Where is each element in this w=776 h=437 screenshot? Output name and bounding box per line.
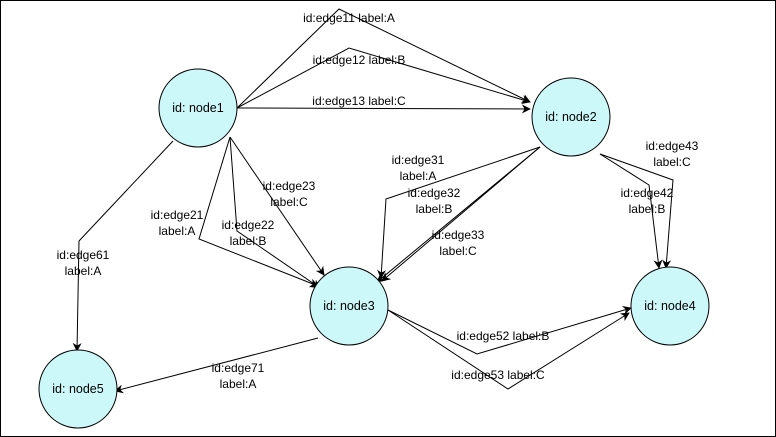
edge-label-edge71: label:A [220,377,257,391]
edge-label-edge32: id:edge32 [408,186,461,200]
edge-edge33[interactable]: id:edge33 label:C [376,146,541,283]
node-node2[interactable]: id: node2 [531,77,611,157]
edge-label-edge13: id:edge13 label:C [312,94,406,108]
edge-label-edge43: label:C [653,155,691,169]
edge-edge31[interactable]: id:edge31 label:A [377,146,541,279]
edge-label-edge71: id:edge71 [212,361,265,375]
edge-label-edge52: id:edge52 label:B [457,329,550,343]
node-circle-node1[interactable] [158,68,238,148]
node-node4[interactable]: id: node4 [630,266,710,346]
edge-label-edge12: id:edge12 label:B [313,53,406,67]
edge-edge52[interactable]: id:edge52 label:B [387,306,632,355]
edge-line-edge61[interactable] [72,140,174,352]
edge-label-edge21: label:A [159,224,196,238]
edge-line-edge23[interactable] [229,136,325,276]
edge-edge32[interactable]: id:edge32 label:B [381,146,541,282]
edge-edge22[interactable]: id:edge22 label:B [222,136,321,289]
node-label-node1: id: node1 [172,101,223,115]
edge-line-edge11[interactable] [236,8,531,109]
edge-label-edge32: label:B [416,202,453,216]
edge-edge42[interactable]: id:edge42 label:B [599,153,674,269]
node-circle-node4[interactable] [630,266,710,346]
edge-line-edge43[interactable] [599,153,674,269]
node-label-node2: id: node2 [545,110,596,124]
edge-label-edge11: id:edge11 label:A [303,11,395,25]
edge-label-edge43: id:edge43 [646,139,699,153]
edge-edge43[interactable]: id:edge43 label:C [599,139,699,269]
node-label-node3: id: node3 [323,299,374,313]
edge-label-edge23: label:C [270,195,308,209]
node-circle-node5[interactable] [38,349,118,429]
edge-label-edge53: id:edge53 label:C [451,368,545,382]
edge-edge21[interactable]: id:edge21 label:A [151,136,319,288]
edge-line-edge33[interactable] [376,146,541,283]
edge-edge61[interactable]: id:edge61 label:A [57,140,174,352]
edge-line-edge42[interactable] [599,153,663,269]
edge-edge23[interactable]: id:edge23 label:C [229,136,325,276]
edge-label-edge42: id:edge42 [621,186,674,200]
edge-line-edge52[interactable] [387,306,632,355]
edge-line-edge13[interactable] [236,104,531,114]
edge-line-edge21[interactable] [198,136,319,288]
edge-label-edge31: id:edge31 [392,153,445,167]
node-label-node4: id: node4 [644,299,695,313]
edge-edge12[interactable]: id:edge12 label:B [236,47,531,109]
edge-label-edge33: id:edge33 [432,228,485,242]
edge-edge13[interactable]: id:edge13 label:C [236,94,531,114]
edge-label-edge61: id:edge61 [57,248,110,262]
edge-label-edge21: id:edge21 [151,208,204,222]
edge-line-edge71[interactable] [114,337,319,394]
node-circle-node3[interactable] [309,266,389,346]
edge-edge11[interactable]: id:edge11 label:A [236,8,531,109]
node-node3[interactable]: id: node3 [309,266,389,346]
edge-label-edge33: label:C [439,244,477,258]
edge-line-edge53[interactable] [387,309,630,390]
node-node5[interactable]: id: node5 [38,349,118,429]
edge-label-edge42: label:B [629,202,666,216]
edge-label-edge61: label:A [65,264,102,278]
node-node1[interactable]: id: node1 [158,68,238,148]
edge-line-edge22[interactable] [229,136,321,289]
edge-label-edge31: label:A [400,169,437,183]
edge-line-edge31[interactable] [377,146,541,279]
edge-edge71[interactable]: id:edge71 label:A [114,337,319,394]
node-circle-node2[interactable] [531,77,611,157]
edge-label-edge22: label:B [230,234,267,248]
node-label-node5: id: node5 [52,382,103,396]
edge-edge53[interactable]: id:edge53 label:C [387,309,630,390]
edge-line-edge12[interactable] [236,47,531,109]
edge-label-edge23: id:edge23 [263,179,316,193]
edge-label-edge22: id:edge22 [222,218,275,232]
